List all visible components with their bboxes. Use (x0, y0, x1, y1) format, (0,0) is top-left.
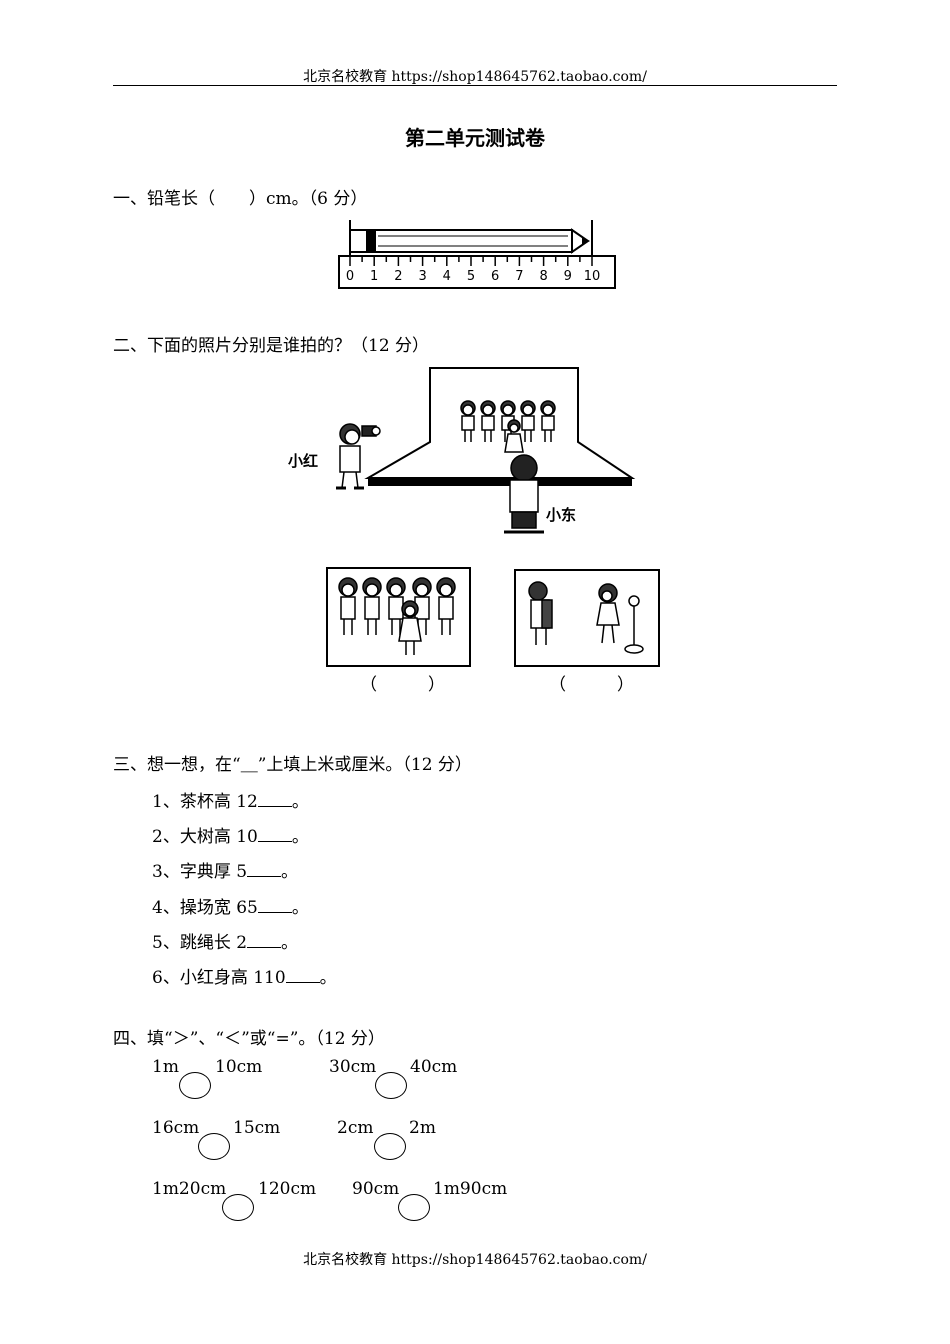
compare-circle[interactable] (398, 1194, 430, 1221)
compare-right-value: 40cm (410, 1057, 458, 1077)
q3-item-2-end: 。 (291, 827, 309, 847)
fill-blank[interactable] (257, 792, 292, 807)
photo-left (326, 567, 471, 667)
compare-circle[interactable] (375, 1072, 407, 1099)
compare-circle[interactable] (374, 1133, 406, 1160)
question-3-prompt: 三、想一想，在“＿”上填上米或厘米。（12 分） (113, 755, 472, 775)
q3-item-3-end: 。 (281, 862, 299, 882)
ruler-tick-label: 0 (346, 269, 354, 284)
fill-blank[interactable] (247, 933, 282, 948)
compare-circle[interactable] (179, 1072, 211, 1099)
q3-item-3-text: 3、字典厚 5 (152, 862, 248, 882)
compare-right-value: 1m90cm (433, 1179, 508, 1199)
page-title: 第二单元测试卷 (405, 126, 545, 150)
question-4-prompt: 四、填“＞”、“＜”或“=”。（12 分） (113, 1029, 385, 1049)
q3-item-4-end: 。 (291, 898, 309, 918)
ruler-tick-label: 1 (370, 269, 378, 284)
q3-item-2: 2、大树高 10 。 (152, 822, 309, 847)
compare-right-value: 10cm (215, 1057, 263, 1077)
ruler-body (338, 255, 616, 289)
stage-backdrop (364, 367, 636, 479)
label-xiaodong: 小东 (546, 506, 576, 524)
question-2-prompt: 二、下面的照片分别是谁拍的？（12 分） (113, 336, 430, 356)
photo-right (514, 569, 660, 667)
children-group-icon (460, 400, 556, 453)
compare-circle[interactable] (198, 1133, 230, 1160)
answer-blank-left[interactable]: （ ） (360, 675, 445, 695)
pencil-icon (349, 228, 590, 254)
q3-item-4-text: 4、操场宽 65 (152, 898, 258, 918)
answer-blank-right[interactable]: （ ） (549, 675, 634, 695)
q3-item-2-text: 2、大树高 10 (152, 827, 258, 847)
header-rule (113, 85, 837, 86)
compare-right-value: 2m (409, 1118, 436, 1138)
ruler-tick-label: 7 (515, 269, 523, 284)
q3-item-5-text: 5、跳绳长 2 (152, 933, 248, 953)
q3-item-1-text: 1、茶杯高 12 (152, 792, 258, 812)
ruler-ticks: 0 1 2 3 4 5 6 7 8 9 10 (346, 256, 600, 284)
q3-item-1: 1、茶杯高 12 。 (152, 787, 309, 812)
ruler-tick-label: 2 (394, 269, 402, 284)
compare-left-value: 16cm (152, 1118, 200, 1138)
compare-circle[interactable] (222, 1194, 254, 1221)
q3-item-6: 6、小红身高 110 。 (152, 963, 337, 988)
compare-left-value: 30cm (329, 1057, 377, 1077)
q3-item-3: 3、字典厚 5 。 (152, 857, 298, 882)
fill-blank[interactable] (247, 862, 282, 877)
ruler-tick-label: 10 (584, 269, 601, 284)
xiaohong-photographer-icon (336, 423, 381, 490)
fill-blank[interactable] (257, 827, 292, 842)
q3-item-4: 4、操场宽 65 。 (152, 893, 309, 918)
pencil-ruler-figure: 0 1 2 3 4 5 6 7 8 9 10 (338, 220, 616, 289)
compare-right-value: 120cm (258, 1179, 317, 1199)
question-1-prompt: 一、铅笔长（ ）cm。（6 分） (113, 189, 368, 209)
ruler-tick-label: 6 (491, 269, 499, 284)
compare-left-value: 1m (152, 1057, 179, 1077)
q3-item-5-end: 。 (281, 933, 299, 953)
ruler-tick-label: 5 (467, 269, 475, 284)
q3-item-5: 5、跳绳长 2 。 (152, 928, 298, 953)
label-xiaohong: 小红 (288, 452, 318, 470)
xiaodong-photographer-icon (504, 454, 544, 534)
q3-item-6-text: 6、小红身高 110 (152, 968, 286, 988)
ruler-tick-label: 8 (539, 269, 547, 284)
stage-edge (368, 478, 632, 486)
ruler-tick-label: 3 (418, 269, 426, 284)
q3-item-1-end: 。 (291, 792, 309, 812)
compare-left-value: 1m20cm (152, 1179, 227, 1199)
q3-item-6-end: 。 (319, 968, 337, 988)
ruler-tick-label: 4 (443, 269, 451, 284)
page-header: 北京名校教育 https://shop148645762.taobao.com/ (303, 69, 647, 85)
compare-left-value: 2cm (337, 1118, 374, 1138)
page-footer: 北京名校教育 https://shop148645762.taobao.com/ (303, 1252, 647, 1268)
ruler-tick-label: 9 (564, 269, 572, 284)
fill-blank[interactable] (285, 968, 320, 983)
photo-scene-figure: 小红 小东 (288, 367, 636, 534)
fill-blank[interactable] (257, 898, 292, 913)
compare-right-value: 15cm (233, 1118, 281, 1138)
compare-left-value: 90cm (352, 1179, 400, 1199)
